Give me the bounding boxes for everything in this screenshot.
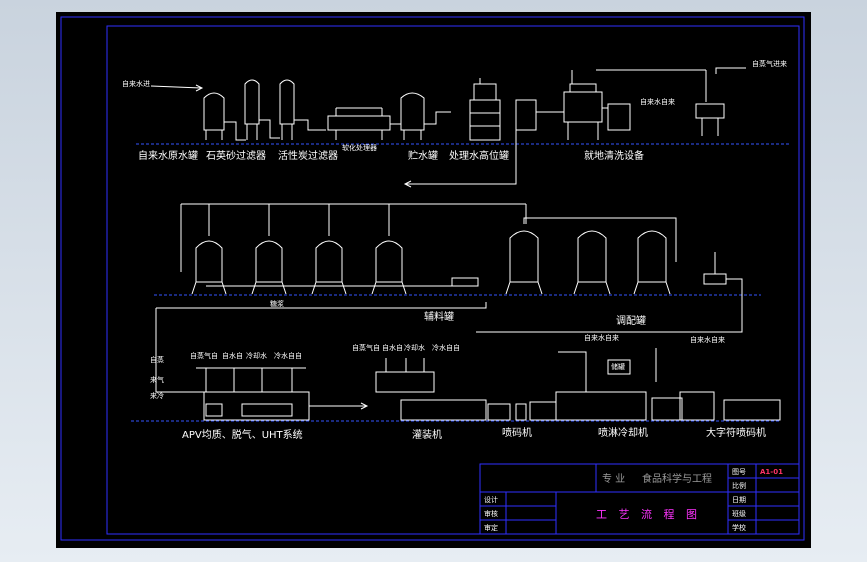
label-sugar: 糖浆 xyxy=(270,299,284,308)
filler-body xyxy=(400,399,487,421)
label-aux-tank: 辅料罐 xyxy=(424,310,454,323)
outer-border xyxy=(60,16,805,541)
title-design: 设计 xyxy=(484,495,498,504)
aux-tank-4 xyxy=(375,240,403,283)
aux-tank-2 xyxy=(255,240,283,283)
row2-equipment xyxy=(155,203,743,393)
label-util-b3: 冷却水 xyxy=(404,343,425,352)
label-mixing-tank: 调配罐 xyxy=(616,314,646,327)
mixing-tank-1 xyxy=(509,230,539,283)
label-carbon-filter: 活性炭过滤器 xyxy=(278,149,338,162)
row1-equipment xyxy=(150,67,746,188)
title-school-label: 学校 xyxy=(732,523,746,532)
title-drawing-title: 工 艺 流 程 图 xyxy=(596,507,701,521)
label-tap-water-right: 自来水自来 xyxy=(690,335,725,344)
title-check: 审核 xyxy=(484,509,498,518)
aux-tank-3 xyxy=(315,240,343,283)
label-util-a1: 自蒸气自 xyxy=(190,351,218,360)
label-big-coder: 大字符喷码机 xyxy=(706,426,766,439)
title-block xyxy=(479,463,800,535)
label-quartz-filter: 石英砂过滤器 xyxy=(206,149,266,162)
row3-equipment xyxy=(196,348,781,421)
title-approve: 审定 xyxy=(484,523,498,532)
label-raw-water: 自来水进 xyxy=(122,79,150,88)
label-spray-cooler: 喷淋冷却机 xyxy=(598,426,648,439)
label-util-b4: 冷水自自 xyxy=(432,343,460,352)
label-util-a4: 冷水自自 xyxy=(274,351,302,360)
label-filler: 灌装机 xyxy=(412,428,442,441)
spray-cooler-unit xyxy=(555,391,647,421)
label-tap-water-tank: 自来水原水罐 xyxy=(138,149,198,162)
storage-tank xyxy=(400,92,425,131)
tap-water-tank xyxy=(203,92,225,131)
label-util-a3: 冷却水 xyxy=(246,351,267,360)
label-apv-system: APV均质、脱气、UHT系统 xyxy=(182,428,303,441)
label-tap-water-cip: 自来水自来 xyxy=(640,97,675,106)
treated-water-high-tank xyxy=(473,83,497,101)
label-cip: 就地清洗设备 xyxy=(584,149,644,162)
title-fig-no-label: 图号 xyxy=(732,468,746,476)
label-treated-water-tank: 处理水高位罐 xyxy=(449,149,509,162)
inner-border xyxy=(106,25,800,535)
drawing-canvas[interactable]: 自来水进 自来水原水罐 石英砂过滤器 活性炭过滤器 软化处理器 贮水罐 处理水高… xyxy=(56,12,811,548)
label-util-b2: 自水自 xyxy=(382,343,403,352)
label-tank-small: 储罐 xyxy=(611,362,625,371)
title-date-label: 日期 xyxy=(732,496,746,504)
filler-upper xyxy=(375,371,435,393)
label-coder: 喷码机 xyxy=(502,426,532,439)
label-util-a2: 自水自 xyxy=(222,351,243,360)
label-tap-water-mid: 自来水自来 xyxy=(584,333,619,342)
label-side-1: 自蒸 xyxy=(150,355,164,364)
process-flow-drawing: 自来水进 自来水原水罐 石英砂过滤器 活性炭过滤器 软化处理器 贮水罐 处理水高… xyxy=(60,16,805,541)
label-steam-in-top: 自蒸气进来 xyxy=(752,59,787,68)
label-storage-tank: 贮水罐 xyxy=(408,149,438,162)
title-scale-label: 比例 xyxy=(732,481,746,490)
softener-unit xyxy=(327,115,391,131)
title-major-label: 专 业 xyxy=(602,472,625,485)
title-fig-no-value: A1-01 xyxy=(760,468,783,476)
mixing-tank-2 xyxy=(577,230,607,283)
label-softener: 软化处理器 xyxy=(342,143,377,152)
title-major-value: 食品科学与工程 xyxy=(642,472,712,485)
carbon-filter xyxy=(279,79,295,125)
mixing-tank-3 xyxy=(637,230,667,283)
label-util-b1: 自蒸气自 xyxy=(352,343,380,352)
title-class-label: 班级 xyxy=(732,509,746,518)
label-side-2: 来气 xyxy=(150,375,164,384)
big-coder-unit xyxy=(679,391,715,421)
label-side-3: 来冷 xyxy=(150,391,164,400)
quartz-filter xyxy=(244,79,260,125)
aux-tank-1 xyxy=(195,240,223,283)
cip-unit xyxy=(563,91,603,123)
